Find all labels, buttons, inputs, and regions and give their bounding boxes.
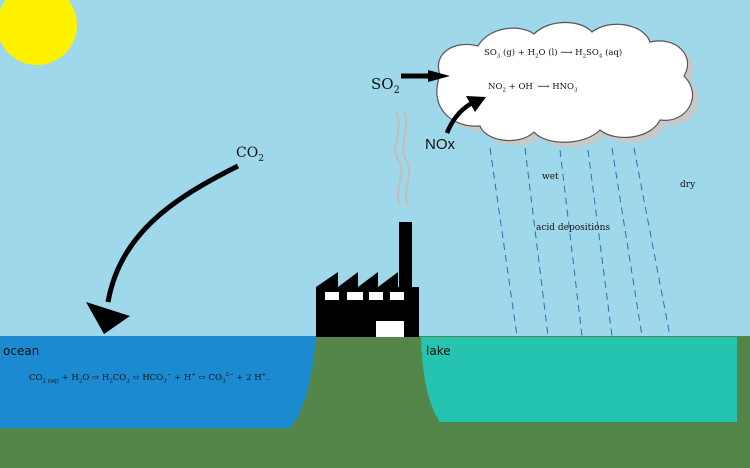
cloud-equation-sulfuric: SO3 (g) + H2O (l) ⟶ H2SO4 (aq): [484, 48, 623, 60]
lake-water: [421, 337, 737, 422]
ocean-water: [0, 336, 316, 428]
cloud-icon: [436, 22, 699, 148]
ocean-equation: CO2 (aq) + H2O ⇨ H2CO3 ⇨ HCO3− + H+ ⇨ CO…: [29, 372, 269, 385]
so2-label: SO2: [371, 75, 400, 96]
nox-label: NOx: [425, 136, 455, 153]
wet-label: wet: [542, 172, 559, 182]
co2-label: CO2: [236, 145, 264, 164]
dry-label: dry: [680, 180, 696, 190]
cloud-equation-nitric: NO2 + OH· ⟶ HNO3: [488, 81, 578, 94]
ocean-label: ocean: [3, 344, 40, 358]
acid-depositions-label: acid depositions: [536, 223, 610, 233]
lake-label: lake: [426, 344, 451, 358]
sun-icon: [0, 0, 77, 65]
factory-icon: [316, 222, 419, 337]
acid-rain-lines: [489, 147, 671, 337]
nox-arrow: [444, 96, 486, 134]
smoke-plume: [394, 111, 411, 206]
co2-arrow: [86, 163, 240, 334]
so2-arrow: [401, 70, 450, 82]
